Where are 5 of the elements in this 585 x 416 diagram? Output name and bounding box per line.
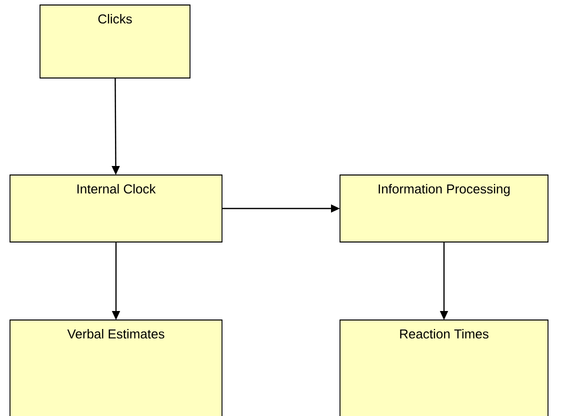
process-box: Internal Clock [10,174,222,242]
process-box: Reaction Times [340,320,548,416]
process-box: Information Processing [340,174,548,242]
process-box: Clicks [40,4,190,78]
process-box: Verbal Estimates [10,320,222,416]
